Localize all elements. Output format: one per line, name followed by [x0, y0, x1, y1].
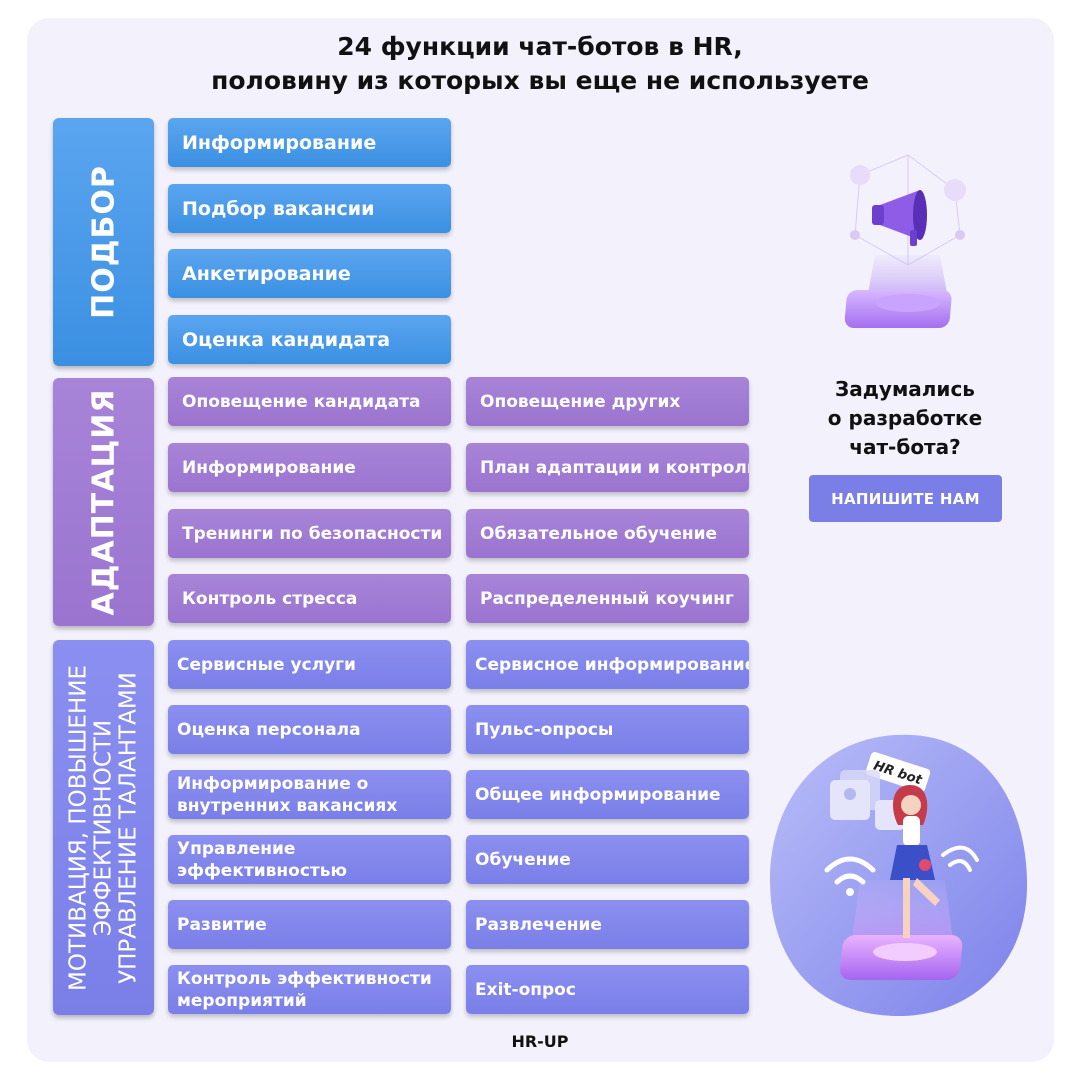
- motivation-label-line-2: ЭФФЕКТИВНОСТИ: [90, 719, 116, 936]
- motivation-item: Сервисные услуги: [168, 640, 451, 689]
- motivation-label-line-3: УПРАВЛЕНИЕ ТАЛАНТАМИ: [115, 671, 141, 984]
- hr-bot-illustration: HR bot: [770, 734, 1028, 1017]
- motivation-item: Оценка персонала: [168, 705, 451, 754]
- motivation-item-line-1: Развитие: [177, 914, 267, 935]
- adaptation-item: Контроль стресса: [168, 574, 451, 623]
- cta-line-3: чат-бота?: [849, 435, 961, 459]
- title-line-2: половину из которых вы еще не использует…: [211, 66, 869, 95]
- motivation-item: Развлечение: [466, 900, 749, 949]
- motivation-item-line-1: Управление: [177, 838, 296, 859]
- woman-figure: [890, 785, 940, 938]
- adaptation-item: Информирование: [168, 443, 451, 492]
- motivation-item-line-2: мероприятий: [177, 990, 307, 1011]
- adaptation-item: Оповещение других: [466, 377, 749, 426]
- motivation-item: Сервисное информирование: [466, 640, 749, 689]
- platform-disc: [873, 943, 937, 961]
- motivation-item: Exit-опрос: [466, 965, 749, 1014]
- motivation-item-line-2: внутренних вакансиях: [177, 795, 398, 816]
- wifi-dot: [846, 888, 854, 896]
- page-title: 24 функции чат-ботов в HR, половину из к…: [0, 30, 1080, 98]
- adaptation-item: Тренинги по безопасности: [168, 509, 451, 558]
- node-dot: [850, 230, 860, 240]
- section-podbor-text: ПОДБОР: [86, 165, 121, 319]
- adaptation-item: План адаптации и контроль: [466, 443, 749, 492]
- platform-disc: [876, 294, 940, 312]
- motivation-item: Общее информирование: [466, 770, 749, 819]
- megaphone-icon: [872, 190, 927, 246]
- contact-us-button[interactable]: НАПИШИТЕ НАМ: [809, 475, 1002, 522]
- node-dot: [955, 230, 965, 240]
- megaphone-illustration: [844, 154, 966, 328]
- section-podbor-label: ПОДБОР: [53, 118, 154, 366]
- motivation-item-line-1: Информирование о: [177, 773, 369, 794]
- hr-bot-badge: [865, 752, 931, 792]
- podbor-item: Информирование: [168, 118, 451, 167]
- motivation-item-line-1: Контроль эффективности: [177, 968, 432, 989]
- section-adaptation-text: АДАПТАЦИЯ: [86, 388, 121, 616]
- user-icon: [844, 788, 856, 800]
- motivation-item-line-1: Оценка персонала: [177, 719, 361, 740]
- cta-text: Задумались о разработке чат-бота?: [790, 375, 1020, 462]
- footer-brand: HR-UP: [511, 1032, 569, 1051]
- podbor-item: Оценка кандидата: [168, 315, 451, 364]
- title-line-1: 24 функции чат-ботов в HR,: [337, 32, 743, 61]
- cta-line-2: о разработке: [827, 406, 983, 430]
- chat-bubble-icon: [850, 165, 870, 185]
- motivation-item-line-1: Сервисные услуги: [177, 654, 356, 675]
- motivation-item-line-2: эффективностью: [177, 860, 348, 881]
- motivation-label-line-1: МОТИВАЦИЯ, ПОВЫШЕНИЕ: [65, 664, 91, 991]
- podbor-item: Анкетирование: [168, 249, 451, 298]
- user-icon: [944, 179, 966, 201]
- podbor-item: Подбор вакансии: [168, 184, 451, 233]
- cta-line-1: Задумались: [835, 377, 975, 401]
- motivation-item: Развитие: [168, 900, 451, 949]
- section-adaptation-label: АДАПТАЦИЯ: [53, 378, 154, 626]
- motivation-item: Пульс-опросы: [466, 705, 749, 754]
- adaptation-item: Распределенный коучинг: [466, 574, 749, 623]
- section-motivation-label: МОТИВАЦИЯ, ПОВЫШЕНИЕ ЭФФЕКТИВНОСТИ УПРАВ…: [53, 640, 154, 1015]
- adaptation-item: Обязательное обучение: [466, 509, 749, 558]
- motivation-item: Обучение: [466, 835, 749, 884]
- adaptation-item: Оповещение кандидата: [168, 377, 451, 426]
- wifi-icon-right: [941, 845, 979, 872]
- section-motivation-text: МОТИВАЦИЯ, ПОВЫШЕНИЕ ЭФФЕКТИВНОСТИ УПРАВ…: [65, 664, 141, 991]
